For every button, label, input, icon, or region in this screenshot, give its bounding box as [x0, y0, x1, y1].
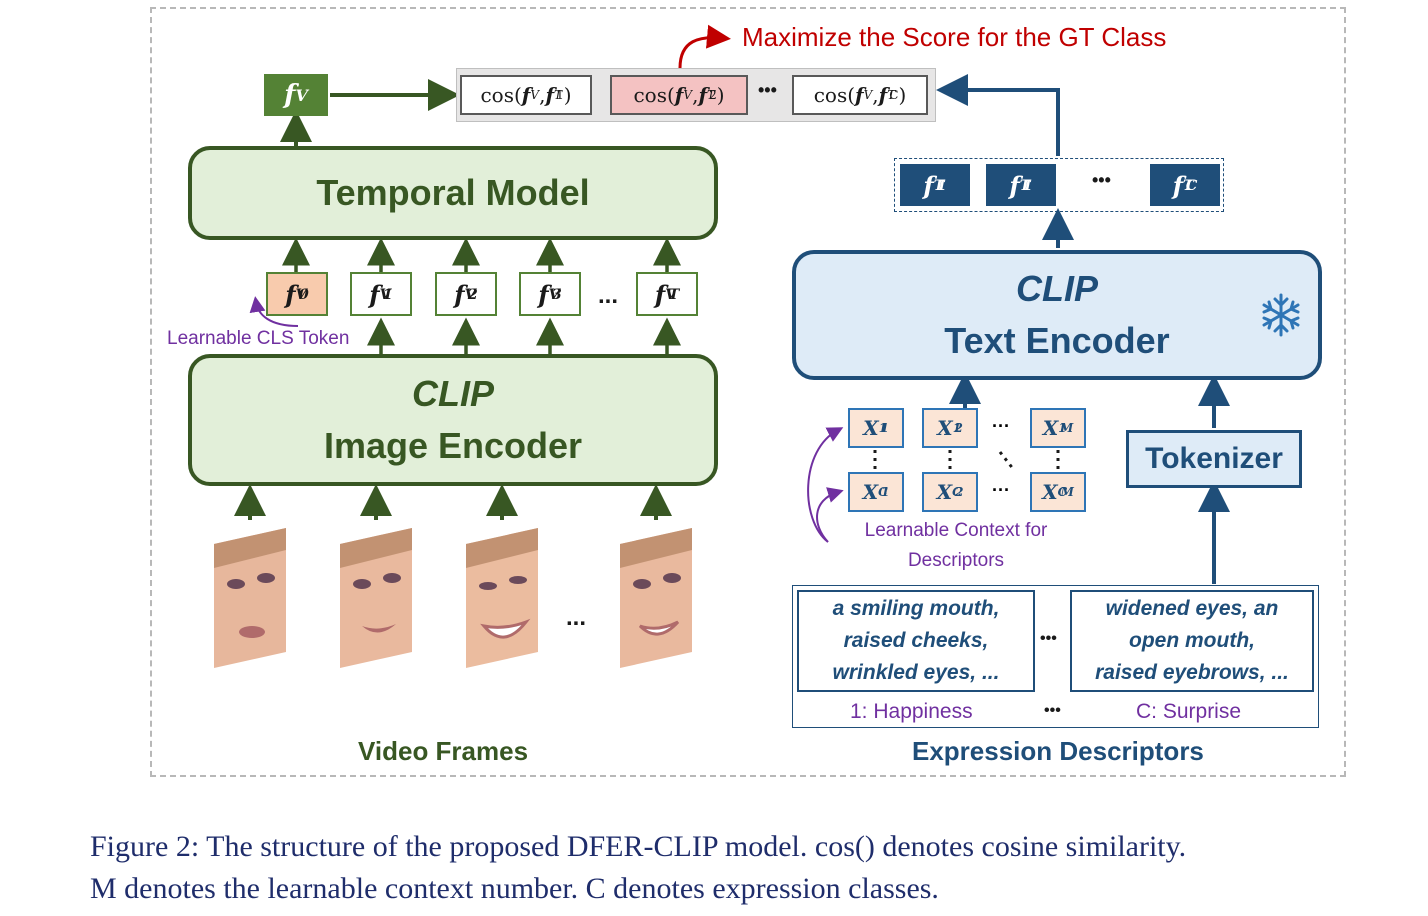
snowflake-icon [1262, 293, 1300, 337]
descriptor-happiness-line3: wrinkled eyes, ... [832, 661, 1000, 684]
frame-token-ellipsis: ... [598, 282, 619, 309]
descriptor-panel [792, 585, 1319, 728]
cos-ellipsis: ••• [758, 80, 777, 100]
text-feature-row [894, 158, 1224, 212]
text-encoder-box: CLIP Text Encoder [792, 250, 1322, 380]
expression-descriptors-label: Expression Descriptors [912, 736, 1204, 766]
arrows-frames-to-encoder [234, 484, 672, 520]
fv-symbol: f [284, 80, 296, 110]
descriptor-happiness-line2: raised cheeks, [843, 629, 989, 652]
tokenizer-label: Tokenizer [1145, 442, 1283, 475]
text-feature-ellipsis: ••• [1092, 170, 1111, 190]
video-frame-2 [340, 528, 412, 668]
image-encoder-subtitle: Image Encoder [323, 425, 583, 466]
video-frame-3 [466, 528, 538, 668]
video-frame-4 [620, 528, 692, 668]
descriptor-surprise-line3: raised eyebrows, ... [1095, 661, 1289, 684]
diagram-frame [150, 7, 1346, 777]
descriptor-surprise-line2: open mouth, [1129, 629, 1255, 652]
context-pointer-1 [807, 427, 844, 543]
frames-ellipsis: ... [566, 604, 587, 631]
caption-line1: Figure 2: The structure of the proposed … [90, 830, 1187, 863]
context-label-line2: Descriptors [907, 550, 1005, 571]
context-pointer-2 [816, 487, 844, 543]
class-label-surprise: C: Surprise [1136, 700, 1242, 723]
descriptor-surprise: widened eyes, an open mouth, raised eyeb… [1070, 590, 1314, 692]
cls-pointer [249, 296, 299, 327]
descriptor-happiness: a smiling mouth, raised cheeks, wrinkled… [797, 590, 1035, 692]
maximize-pointer [678, 24, 731, 69]
text-encoder-subtitle: Text Encoder [944, 320, 1170, 361]
caption-line2: M denotes the learnable context number. … [90, 872, 939, 905]
arrows-encoder-to-tokens [367, 317, 681, 354]
descriptor-happiness-line1: a smiling mouth, [832, 597, 1000, 620]
temporal-model-label: Temporal Model [316, 172, 590, 213]
context-dots [873, 450, 1060, 472]
descriptor-surprise-line1: widened eyes, an [1105, 597, 1279, 620]
arrows-tokens-to-temporal [282, 237, 681, 272]
context-ellipsis-row2: ··· [992, 480, 1010, 500]
descriptor-ellipsis: ••• [1040, 630, 1057, 647]
context-ellipsis-row1: ··· [992, 416, 1010, 436]
figure-caption: Figure 2: The structure of the proposed … [90, 826, 1186, 910]
image-encoder-box: CLIP Image Encoder [188, 354, 718, 486]
context-label: Learnable Context for Descriptors [846, 516, 1066, 576]
fv-superscript: V [295, 85, 308, 105]
text-encoder-title: CLIP [1015, 268, 1098, 309]
class-label-happiness: 1: Happiness [850, 700, 973, 723]
maximize-label: Maximize the Score for the GT Class [742, 22, 1167, 52]
arrow-text-features-to-scores [936, 74, 1060, 156]
temporal-model-box: Temporal Model [188, 146, 718, 240]
context-label-line1: Learnable Context for [864, 520, 1048, 541]
video-frame-1 [214, 528, 286, 668]
video-frames-label: Video Frames [358, 736, 529, 766]
tokenizer-box: Tokenizer [1126, 430, 1302, 488]
cls-token-label: Learnable CLS Token [167, 328, 350, 349]
class-ellipsis: ••• [1044, 702, 1061, 719]
image-encoder-title: CLIP [411, 373, 494, 414]
